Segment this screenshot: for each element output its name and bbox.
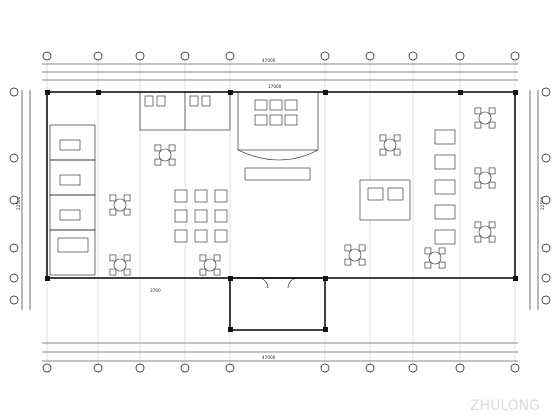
stage: 17000 xyxy=(237,84,319,161)
right-total-dim: 22500 xyxy=(540,196,545,210)
side-dimension-lines: 22500 22500 xyxy=(16,90,545,310)
stage-width: 17000 xyxy=(268,84,282,89)
bottom-axis-bubbles xyxy=(42,363,520,373)
square-table xyxy=(214,189,228,203)
square-table xyxy=(174,209,188,223)
round-table xyxy=(199,254,221,276)
bar-counter xyxy=(244,167,311,181)
top-axis-bubbles xyxy=(42,51,520,61)
display-area xyxy=(359,179,411,221)
square-table xyxy=(214,209,228,223)
side-axis-bubbles xyxy=(9,87,551,305)
square-table xyxy=(194,209,208,223)
round-table xyxy=(109,254,131,276)
round-table xyxy=(474,167,496,189)
square-table xyxy=(194,229,208,243)
dining-tables-grid xyxy=(174,189,228,243)
bottom-total-dim: 47000 xyxy=(262,355,276,360)
square-table xyxy=(194,189,208,203)
structural-columns xyxy=(45,90,518,332)
top-dimension-lines: 47000 xyxy=(42,58,518,81)
entrance-width: 3700 xyxy=(150,288,161,293)
entrance: 3700 xyxy=(150,277,299,293)
square-table xyxy=(174,189,188,203)
office-rooms xyxy=(49,124,96,276)
restrooms xyxy=(139,91,231,131)
round-table-clusters xyxy=(109,107,496,276)
round-table xyxy=(154,144,176,166)
left-total-dim: 22500 xyxy=(16,196,21,210)
booth-seating xyxy=(434,129,456,245)
round-table xyxy=(109,194,131,216)
square-table xyxy=(174,229,188,243)
watermark-logo: ZHULONG xyxy=(470,398,540,414)
round-table xyxy=(474,221,496,243)
round-table xyxy=(379,134,401,156)
round-table xyxy=(424,247,446,269)
round-table xyxy=(474,107,496,129)
svg-text:ZHULONG: ZHULONG xyxy=(470,398,540,414)
square-table xyxy=(214,229,228,243)
top-total-dim: 47000 xyxy=(262,58,276,63)
round-table xyxy=(344,244,366,266)
bottom-dimension-lines: 47000 xyxy=(42,342,518,362)
